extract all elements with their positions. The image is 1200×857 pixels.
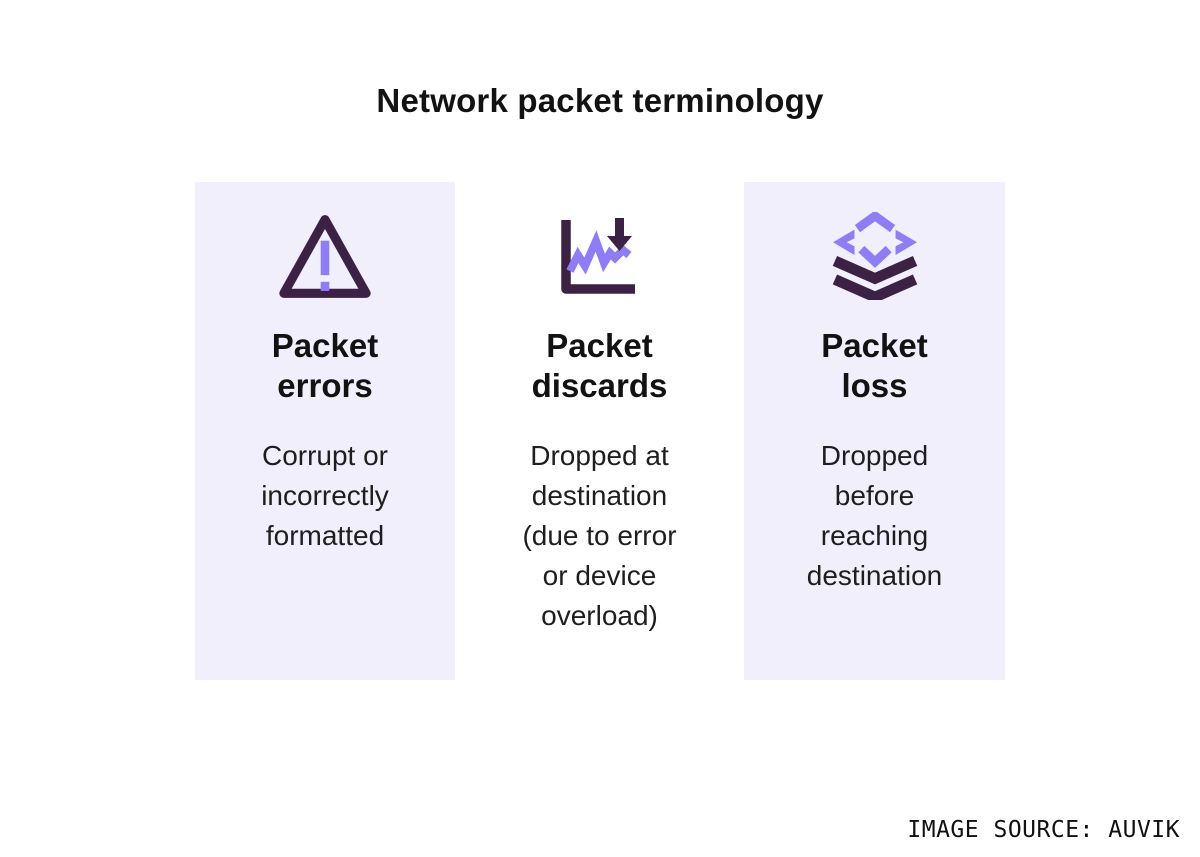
card-title: Packet errors: [271, 327, 379, 404]
packet-layers-icon: [831, 210, 919, 302]
card-description: Corrupt or incorrectly formatted: [261, 440, 389, 551]
chart-drop-icon: [560, 210, 639, 302]
card-title: Packet loss: [821, 327, 928, 404]
card-packet-discards: Packet discards Dropped at destination (…: [455, 182, 744, 680]
warning-triangle-icon: [277, 210, 373, 302]
page-title: Network packet terminology: [376, 82, 824, 119]
card-packet-errors: Packet errors Corrupt or incorrectly for…: [195, 182, 455, 680]
card-title: Packet discards: [531, 327, 668, 404]
card-packet-loss: Packet loss Dropped before reaching dest…: [744, 182, 1005, 680]
card-description: Dropped at destination (due to error or …: [522, 440, 677, 631]
image-source-credit: IMAGE SOURCE: AUVIK: [907, 817, 1180, 843]
cards-row: Packet errors Corrupt or incorrectly for…: [195, 182, 1005, 680]
card-description: Dropped before reaching destination: [806, 440, 943, 591]
